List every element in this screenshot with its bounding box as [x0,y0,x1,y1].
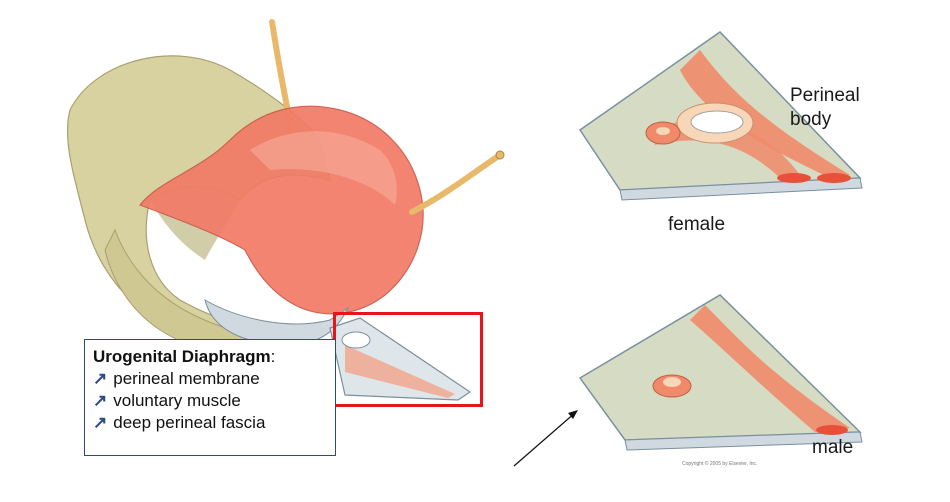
urogenital-diaphragm-callout: Urogenital Diaphragm: ↗ perineal membrane… [84,339,336,456]
female-diagram [578,31,863,201]
urethral-opening [341,331,371,349]
callout-item-text: perineal membrane [113,369,260,388]
male-urethra-opening [663,377,681,387]
male-muscle-band [690,305,850,432]
male-membrane-edge [624,431,863,451]
female-membrane-edge [619,177,863,201]
callout-item-text: voluntary muscle [113,391,241,410]
label-female: female [668,214,726,235]
female-muscle-cut-2 [817,173,851,183]
arrow-icon: ↗ [93,369,108,388]
callout-item-text: deep perineal fascia [113,413,266,432]
callout-title: Urogenital Diaphragm [93,347,271,366]
female-urethra-opening [656,127,670,135]
pointer-arrow-head [568,410,578,419]
pelvic-floor [204,298,350,345]
female-muscle-cut-1 [777,173,811,183]
copyright-note: Copyright © 2005 by Elsevier, Inc. [682,461,758,467]
callout-item: ↗ perineal membrane [93,368,327,390]
highlight-box [333,312,483,407]
urogenital-muscle-strip [345,345,455,398]
label-perineal-body-line1: Perineal [790,85,860,106]
callout-title-colon: : [270,347,276,366]
callout-title-row: Urogenital Diaphragm: [93,346,327,368]
ureter-right-end [495,150,505,160]
pointer-arrow-line [513,411,577,467]
bladder-highlight [250,131,397,205]
label-perineal-body: Perineal body [790,84,860,132]
ureter-right [409,152,503,215]
male-diagram [513,294,863,467]
callout-item: ↗ voluntary muscle [93,390,327,412]
male-muscle-cut [816,425,848,435]
callout-item: ↗ deep perineal fascia [93,412,327,434]
female-muscle-band [680,50,850,178]
arrow-icon: ↗ [93,413,108,432]
label-perineal-body-line2: body [790,109,832,130]
label-male: male [812,437,854,458]
arrow-icon: ↗ [93,391,108,410]
female-vaginal-opening [690,110,744,134]
